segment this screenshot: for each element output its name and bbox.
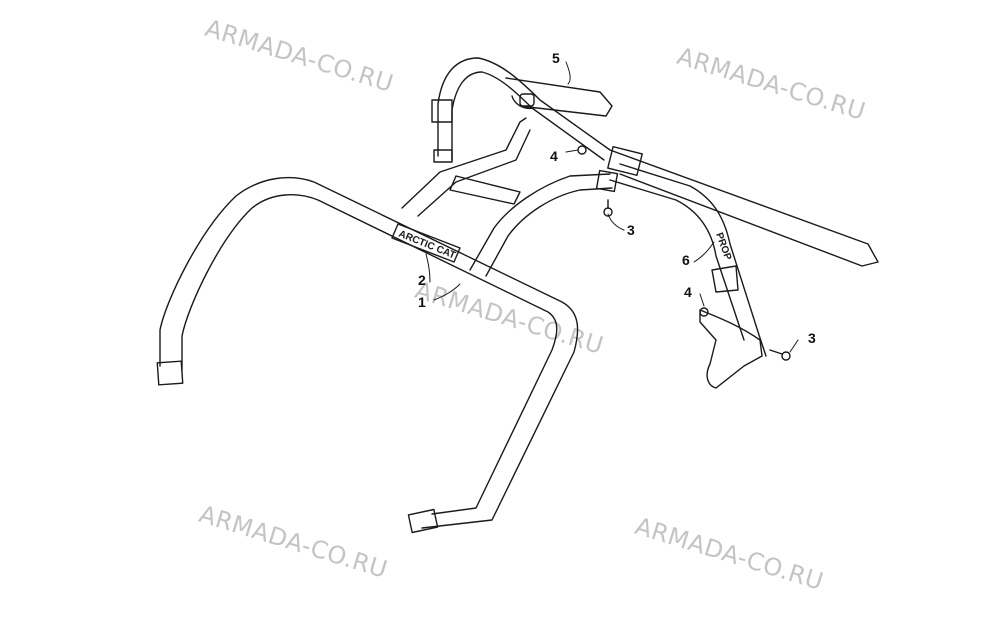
- clamp: [431, 99, 453, 123]
- clamp: [711, 265, 739, 293]
- callout-4: 4: [550, 148, 558, 164]
- callout-1: 1: [418, 294, 426, 310]
- brand-decal: [391, 223, 461, 263]
- leader-lines: [425, 61, 799, 353]
- grab-handle: [505, 77, 613, 117]
- callout-4: 4: [684, 284, 692, 300]
- callout-2: 2: [418, 272, 426, 288]
- callout-3: 3: [627, 222, 635, 238]
- mount-bracket: [607, 145, 643, 177]
- nut-icon: [577, 145, 587, 155]
- bolt-icon: [781, 351, 791, 361]
- callout-5: 5: [552, 50, 560, 66]
- callout-3: 3: [808, 330, 816, 346]
- center-brace: [401, 117, 619, 277]
- front-roll-bar: ARCTIC CAT: [156, 177, 579, 534]
- callout-6: 6: [682, 252, 690, 268]
- nut-icon: [699, 307, 709, 317]
- lower-mount: [699, 309, 763, 389]
